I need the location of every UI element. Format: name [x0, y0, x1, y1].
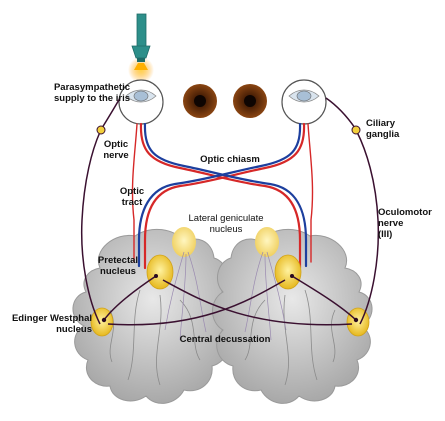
label-oculomotor-nerve: Oculomotor nerve (III)	[378, 207, 432, 240]
parasympathetic-pathway	[80, 97, 380, 326]
label-edinger-westphal: Edinger Westphal nucleus	[11, 313, 92, 335]
lateral-geniculate-left	[172, 227, 196, 257]
pretectal-nucleus-right	[274, 254, 302, 290]
label-optic-chiasm: Optic chiasm	[200, 154, 260, 165]
synapse-dots	[101, 274, 359, 323]
lgn-radiations	[164, 251, 287, 341]
label-lateral-geniculate: Lateral geniculate nucleus	[188, 213, 264, 235]
label-optic-nerve: Optic nerve	[103, 139, 129, 161]
left-eyeball-icon	[118, 79, 164, 125]
right-iris-icon	[233, 84, 267, 118]
ciliary-ganglion-right	[351, 125, 361, 135]
label-parasympathetic-supply: Parasympathetic supply to the iris	[53, 82, 130, 104]
penlight-icon	[128, 13, 154, 83]
optic-pathway	[131, 122, 314, 270]
lateral-geniculate-right	[255, 227, 279, 257]
label-central-decussation: Central decussation	[179, 334, 271, 345]
brain-left	[72, 228, 233, 404]
pretectal-nucleus-left	[146, 254, 174, 290]
label-ciliary-ganglia: Ciliary ganglia	[366, 118, 400, 140]
label-optic-tract: Optic tract	[119, 186, 145, 208]
ciliary-ganglion-left	[96, 125, 106, 135]
label-pretectal-nucleus: Pretectal nucleus	[97, 255, 139, 277]
left-iris-icon	[183, 84, 217, 118]
right-eyeball-icon	[281, 79, 327, 125]
